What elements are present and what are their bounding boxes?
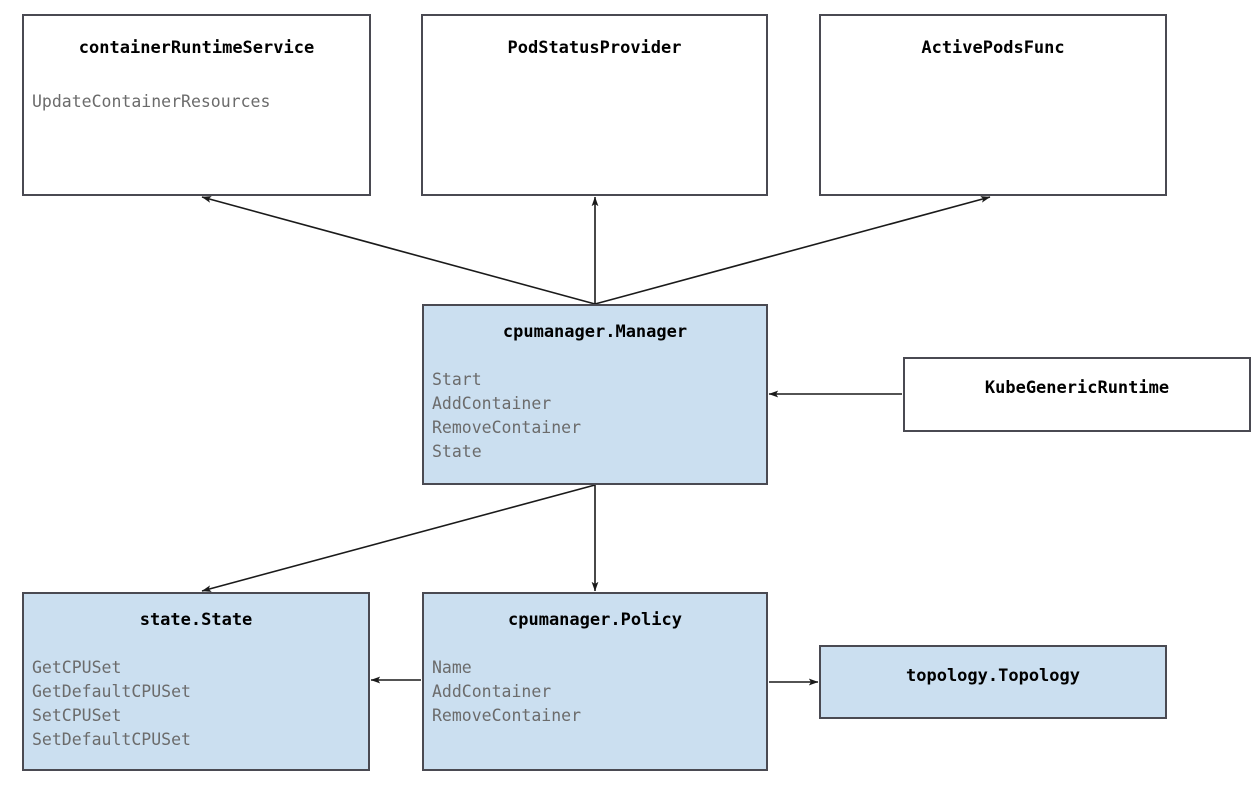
class-node-title: state.State	[139, 610, 253, 630]
class-node-member: Start	[432, 370, 482, 389]
class-node-member: State	[432, 442, 482, 461]
class-node-member: GetDefaultCPUSet	[32, 682, 191, 701]
class-node-topologyTopology[interactable]: topology.Topology	[819, 645, 1167, 719]
class-node-ActivePodsFunc[interactable]: ActivePodsFunc	[819, 14, 1167, 196]
class-node-title: cpumanager.Manager	[502, 322, 688, 342]
class-node-title: PodStatusProvider	[507, 38, 682, 58]
class-node-title: KubeGenericRuntime	[984, 378, 1170, 398]
class-node-member-list: UpdateContainerResources	[32, 90, 369, 114]
class-node-member: RemoveContainer	[432, 418, 582, 437]
edge-manager-to-activePodsFunc	[594, 196, 991, 305]
class-node-title: ActivePodsFunc	[921, 38, 1065, 58]
class-node-title: containerRuntimeService	[78, 38, 315, 58]
class-node-title: topology.Topology	[906, 666, 1080, 686]
class-node-member: SetDefaultCPUSet	[32, 730, 191, 749]
edge-manager-to-stateState	[201, 484, 596, 592]
class-node-member: Name	[432, 658, 472, 677]
class-node-title: cpumanager.Policy	[508, 610, 682, 630]
class-node-member: GetCPUSet	[32, 658, 122, 677]
class-node-member: AddContainer	[432, 394, 552, 413]
class-node-member: RemoveContainer	[432, 706, 582, 725]
class-node-member: SetCPUSet	[32, 706, 122, 725]
class-node-member: UpdateContainerResources	[32, 92, 271, 111]
class-node-member: AddContainer	[432, 682, 552, 701]
class-node-KubeGenericRuntime[interactable]: KubeGenericRuntime	[903, 357, 1251, 432]
edge-manager-to-containerRuntimeService	[201, 196, 596, 305]
class-node-PodStatusProvider[interactable]: PodStatusProvider	[421, 14, 768, 196]
